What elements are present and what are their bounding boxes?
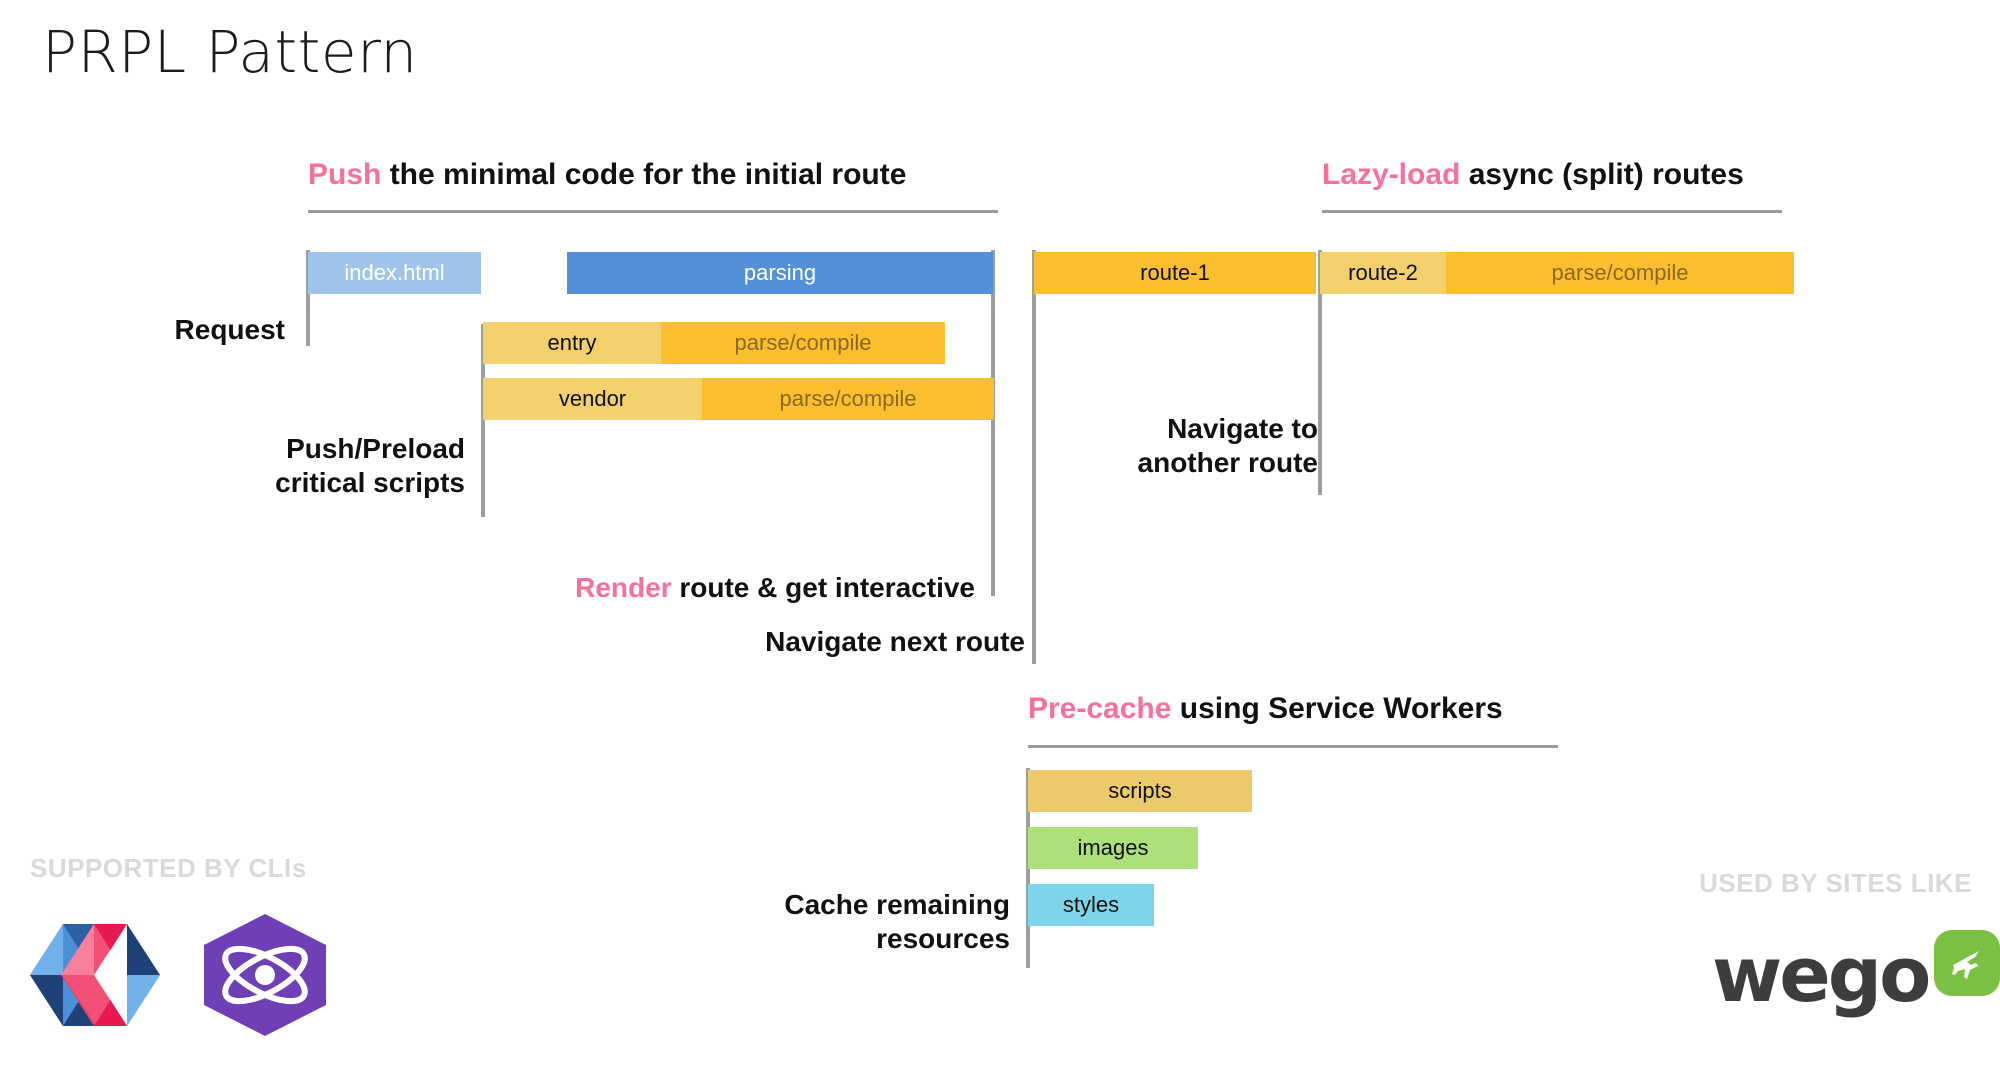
bar-images: images: [1028, 827, 1198, 869]
section-keyword-push: Push: [308, 158, 382, 191]
timeline-rail-render: [991, 250, 995, 596]
bar-segment-vendor: vendor: [483, 378, 702, 420]
footer-caption-used: USED BY SITES LIKE: [1699, 868, 1972, 898]
bar-segment-scripts: scripts: [1028, 770, 1252, 812]
annotation-render-keyword: Render: [575, 572, 672, 604]
section-rule-precache: [1028, 745, 1558, 748]
annotation-navigate-next: Navigate next route: [765, 626, 1025, 657]
bar-styles: styles: [1028, 884, 1154, 926]
bar-parsing: parsing: [567, 252, 993, 294]
bar-segment-route-2: route-2: [1320, 252, 1446, 294]
bar-route-2: route-2 parse/compile: [1320, 252, 1794, 294]
timeline-rail-route-1: [1032, 250, 1036, 664]
section-rule-lazy: [1322, 210, 1782, 213]
section-rest-push: the minimal code for the initial route: [381, 158, 907, 191]
annotation-render: Render route & get interactive: [350, 537, 975, 605]
section-heading-precache: Pre-cache using Service Workers: [1028, 692, 1503, 726]
annotation-push-preload: Push/Preload critical scripts: [275, 433, 465, 499]
bar-index-html: index.html: [308, 252, 481, 294]
section-rest-lazy: async (split) routes: [1460, 158, 1744, 191]
bar-segment-route-2-parse-compile: parse/compile: [1446, 252, 1794, 294]
annotation-cache-remaining: Cache remaining resources: [784, 889, 1010, 955]
section-keyword-precache: Pre-cache: [1028, 692, 1172, 725]
wego-logo: wego: [1712, 930, 2000, 1019]
page-title: PRPL Pattern: [42, 18, 418, 86]
preact-logo: [200, 912, 330, 1038]
section-rest-precache: using Service Workers: [1171, 692, 1503, 725]
section-keyword-lazy: Lazy-load: [1322, 158, 1461, 191]
footer-caption-supported: SUPPORTED BY CLIs: [30, 853, 307, 883]
timeline-rail-push-preload: [481, 324, 485, 517]
timeline-rail-route-2: [1318, 250, 1322, 495]
annotation-navigate-another: Navigate to another route: [1137, 413, 1318, 479]
preact-logo-icon: [204, 914, 326, 1036]
bar-vendor: vendor parse/compile: [483, 378, 994, 420]
annotation-render-rest: route & get interactive: [671, 572, 975, 604]
bar-segment-vendor-parse-compile: parse/compile: [702, 378, 994, 420]
section-heading-push: Push the minimal code for the initial ro…: [308, 158, 906, 192]
section-rule-push: [308, 210, 998, 213]
bar-segment-route-1: route-1: [1034, 252, 1316, 294]
annotation-request: Request: [174, 314, 285, 345]
timeline-rail-request: [306, 250, 310, 346]
airplane-icon: [1952, 951, 1980, 979]
polymer-logo: [30, 920, 160, 1030]
bar-segment-styles: styles: [1028, 884, 1154, 926]
bar-segment-parsing: parsing: [567, 252, 993, 294]
wego-badge-icon: [1934, 930, 2000, 996]
section-heading-lazy: Lazy-load async (split) routes: [1322, 158, 1744, 192]
bar-segment-images: images: [1028, 827, 1198, 869]
bar-scripts: scripts: [1028, 770, 1252, 812]
bar-segment-entry-parse-compile: parse/compile: [661, 322, 945, 364]
bar-segment-entry: entry: [483, 322, 661, 364]
bar-segment-index-html: index.html: [308, 252, 481, 294]
wego-wordmark: wego: [1712, 930, 1931, 1019]
polymer-logo-icon: [30, 924, 160, 1026]
bar-route-1: route-1: [1034, 252, 1316, 294]
bar-entry: entry parse/compile: [483, 322, 945, 364]
